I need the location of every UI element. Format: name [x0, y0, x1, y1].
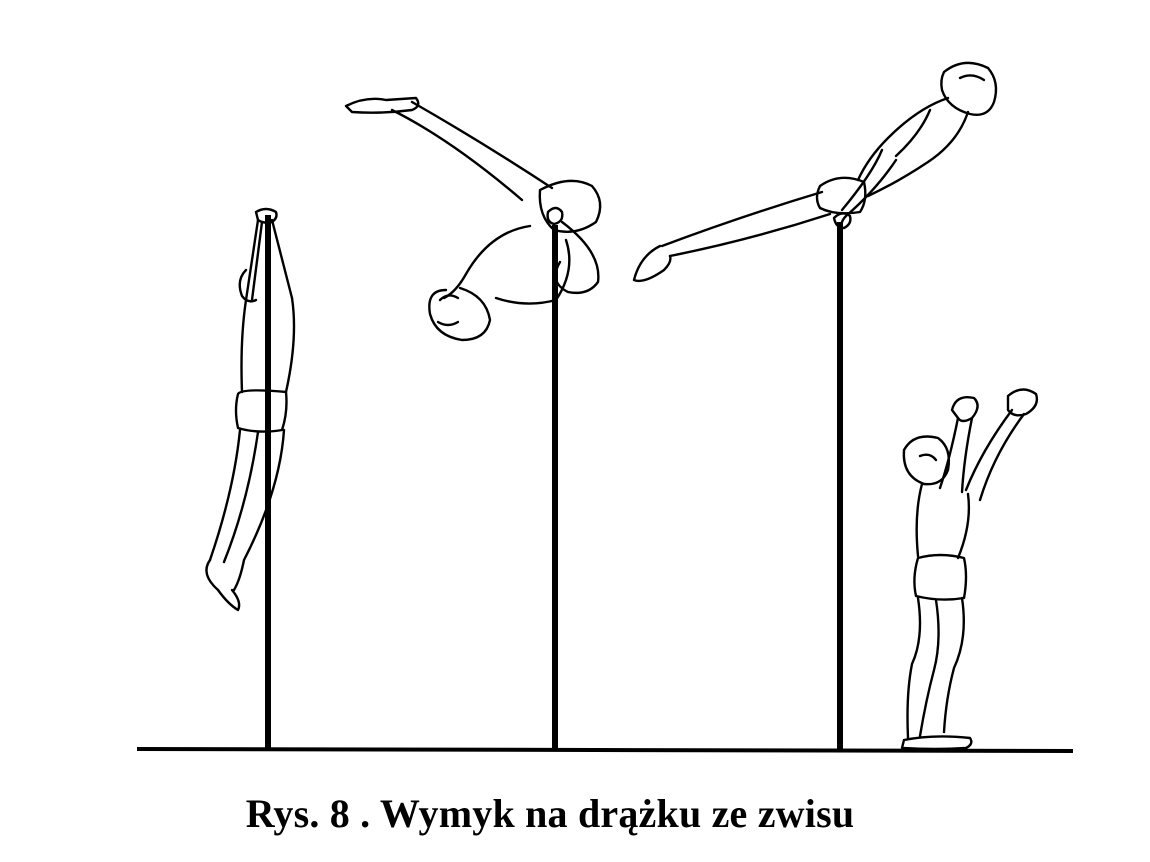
spotter	[900, 388, 1039, 751]
illustration	[136, 61, 1074, 753]
floor-line	[136, 747, 1074, 753]
gymnast-hang	[205, 207, 296, 612]
gymnast-support	[632, 61, 998, 283]
gymnast-inverted	[344, 96, 602, 342]
figure-caption: Rys. 8 . Wymyk na drążku ze zwisu	[245, 791, 855, 836]
